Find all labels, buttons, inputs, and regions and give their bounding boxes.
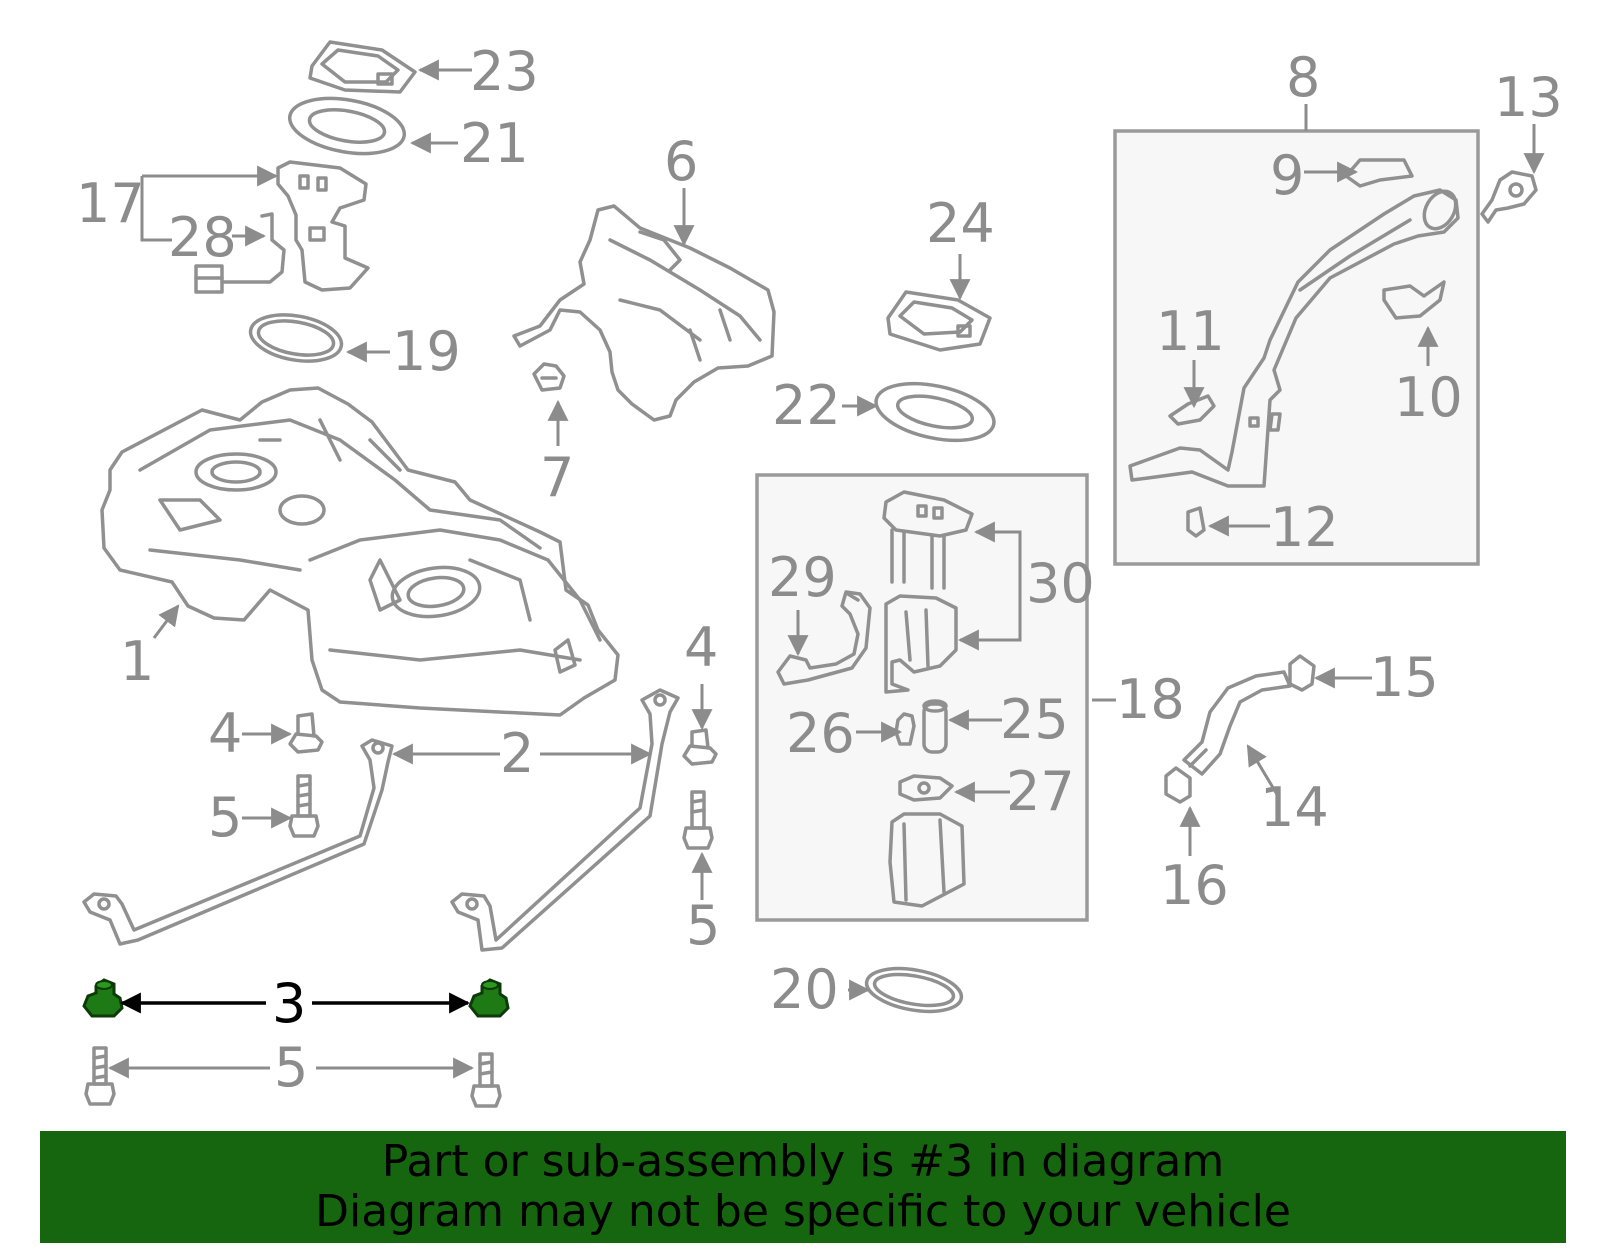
part-5-bolt-right[interactable]: [682, 790, 714, 850]
callout-13[interactable]: 13: [1494, 66, 1563, 129]
callout-25[interactable]: 25: [1000, 688, 1069, 751]
callout-23[interactable]: 23: [470, 40, 539, 103]
part-7-clip[interactable]: [532, 362, 566, 392]
part-2-tank-strap-left[interactable]: [82, 738, 394, 946]
callout-14[interactable]: 14: [1260, 776, 1329, 839]
callout-30[interactable]: 30: [1026, 552, 1095, 615]
part-1-fuel-tank[interactable]: [100, 386, 620, 717]
callout-4-left[interactable]: 4: [208, 702, 242, 765]
leader-lines: [107, 59, 1545, 1079]
callout-20[interactable]: 20: [770, 958, 839, 1021]
part-21-lock-ring[interactable]: [285, 90, 408, 161]
callout-7[interactable]: 7: [540, 446, 574, 509]
part-3-nut-right[interactable]: [468, 978, 510, 1018]
callout-4-right[interactable]: 4: [684, 616, 718, 679]
part-6-heat-shield[interactable]: [512, 204, 776, 422]
callout-1[interactable]: 1: [120, 630, 154, 693]
part-20-gasket[interactable]: [863, 962, 964, 1018]
part-23-cover[interactable]: [308, 40, 417, 94]
callout-22[interactable]: 22: [772, 374, 841, 437]
part-17-sender-unit[interactable]: [276, 160, 370, 292]
part-16-clamp[interactable]: [1164, 766, 1192, 804]
part-4-grommet-left[interactable]: [288, 712, 324, 754]
part-29-pump-wire[interactable]: [776, 590, 872, 686]
callout-17[interactable]: 17: [76, 172, 145, 235]
callout-21[interactable]: 21: [460, 112, 529, 175]
banner-line-2: Diagram may not be specific to your vehi…: [315, 1186, 1291, 1237]
info-banner: Part or sub-assembly is #3 in diagram Di…: [40, 1131, 1566, 1243]
part-9-bracket[interactable]: [1344, 158, 1414, 188]
callout-29[interactable]: 29: [768, 546, 837, 609]
callout-5-right[interactable]: 5: [686, 894, 720, 957]
callout-19[interactable]: 19: [392, 320, 461, 383]
part-12-clip[interactable]: [1186, 506, 1206, 538]
callout-5-bottom[interactable]: 5: [274, 1036, 308, 1099]
part-5-bolt-upper-left[interactable]: [288, 774, 320, 838]
banner-line-1: Part or sub-assembly is #3 in diagram: [381, 1136, 1225, 1187]
callout-26[interactable]: 26: [786, 702, 855, 765]
callout-12[interactable]: 12: [1270, 496, 1339, 559]
filler-pipe-group-box: [1113, 129, 1480, 566]
part-19-gasket[interactable]: [247, 308, 345, 367]
part-4-grommet-right[interactable]: [682, 728, 718, 766]
callout-18[interactable]: 18: [1116, 668, 1185, 731]
part-25-filter[interactable]: [922, 699, 948, 754]
part-28-wire-harness[interactable]: [194, 212, 286, 294]
fuel-pump-group-box: [755, 473, 1089, 922]
part-3-nut-left[interactable]: [82, 978, 124, 1018]
part-15-clamp[interactable]: [1288, 654, 1316, 692]
callout-27[interactable]: 27: [1006, 760, 1075, 823]
callout-15[interactable]: 15: [1370, 646, 1439, 709]
callout-16[interactable]: 16: [1160, 854, 1229, 917]
part-pump-reservoir[interactable]: [888, 812, 966, 908]
callout-3[interactable]: 3: [272, 972, 306, 1035]
callout-6[interactable]: 6: [664, 130, 698, 193]
callout-5-left[interactable]: 5: [208, 786, 242, 849]
part-22-lock-ring[interactable]: [871, 374, 999, 450]
callout-28[interactable]: 28: [168, 206, 237, 269]
part-5-bolt-lower-left[interactable]: [84, 1046, 116, 1106]
callout-11[interactable]: 11: [1156, 300, 1225, 363]
part-24-cover[interactable]: [886, 290, 992, 352]
part-5-bolt-lower-right[interactable]: [470, 1052, 502, 1108]
part-8-filler-pipe[interactable]: [1128, 186, 1462, 488]
part-27-plate[interactable]: [898, 774, 954, 802]
part-10-bracket[interactable]: [1382, 280, 1446, 320]
callout-10[interactable]: 10: [1394, 366, 1463, 429]
callout-24[interactable]: 24: [926, 192, 995, 255]
part-14-hose[interactable]: [1182, 670, 1292, 776]
callout-9[interactable]: 9: [1270, 144, 1304, 207]
callout-2[interactable]: 2: [500, 722, 534, 785]
part-13-valve[interactable]: [1480, 170, 1538, 224]
callout-8[interactable]: 8: [1286, 46, 1320, 109]
part-2-tank-strap-right[interactable]: [450, 688, 680, 952]
part-30-pump-bracket[interactable]: [882, 490, 974, 694]
